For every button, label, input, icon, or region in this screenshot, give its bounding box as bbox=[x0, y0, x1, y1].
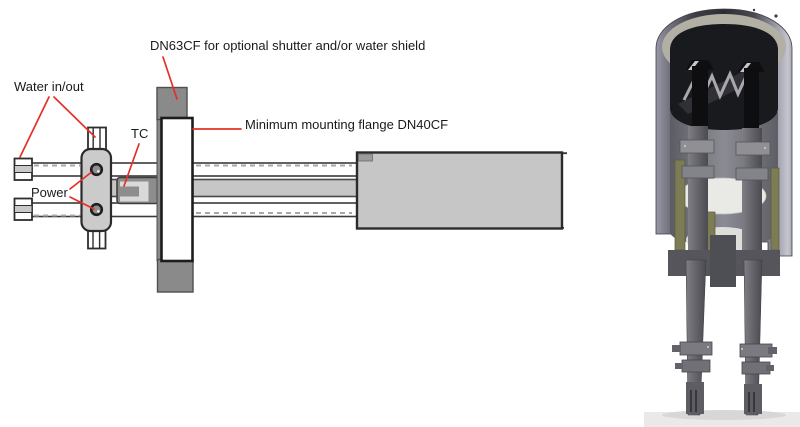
leg-clamps-right bbox=[739, 343, 777, 414]
leader-water-right bbox=[53, 96, 96, 138]
power-feedthrough-bottom bbox=[89, 202, 104, 217]
leader-power-bottom bbox=[69, 196, 95, 210]
electrode-posts bbox=[686, 60, 765, 128]
cad-cutaway-render bbox=[644, 8, 800, 427]
power-feedthrough-top bbox=[89, 162, 104, 177]
leader-lines bbox=[19, 56, 242, 210]
leader-tc bbox=[123, 143, 140, 187]
evaporator-head-body bbox=[355, 151, 567, 230]
label-dn63cf-port: DN63CF for optional shutter and/or water… bbox=[150, 38, 426, 53]
dark-cavity bbox=[670, 24, 778, 130]
label-mounting-flange: Minimum mounting flange DN40CF bbox=[245, 117, 449, 132]
central-column bbox=[710, 235, 736, 287]
leader-dn63cf bbox=[162, 56, 178, 100]
electrode-columns bbox=[679, 126, 771, 260]
label-power: Power bbox=[31, 185, 68, 200]
tc-sensor-block bbox=[116, 176, 160, 205]
dn40cf-flange bbox=[160, 116, 194, 263]
label-water-in-out: Water in/out bbox=[14, 79, 84, 94]
mounting-flange-assembly bbox=[156, 86, 194, 293]
hidden-dashed-lines bbox=[34, 164, 352, 217]
leader-power-top bbox=[69, 171, 92, 190]
dn63cf-port-bottom bbox=[156, 258, 194, 293]
water-fitting-bottom bbox=[13, 197, 33, 221]
leg-clamps-left bbox=[672, 341, 713, 414]
support-legs bbox=[672, 259, 777, 416]
label-tc: TC bbox=[131, 126, 149, 141]
dn63cf-port-top bbox=[156, 86, 188, 121]
leader-water-left bbox=[19, 96, 50, 158]
water-fitting-top bbox=[13, 157, 33, 181]
feedthrough-body bbox=[80, 126, 113, 250]
